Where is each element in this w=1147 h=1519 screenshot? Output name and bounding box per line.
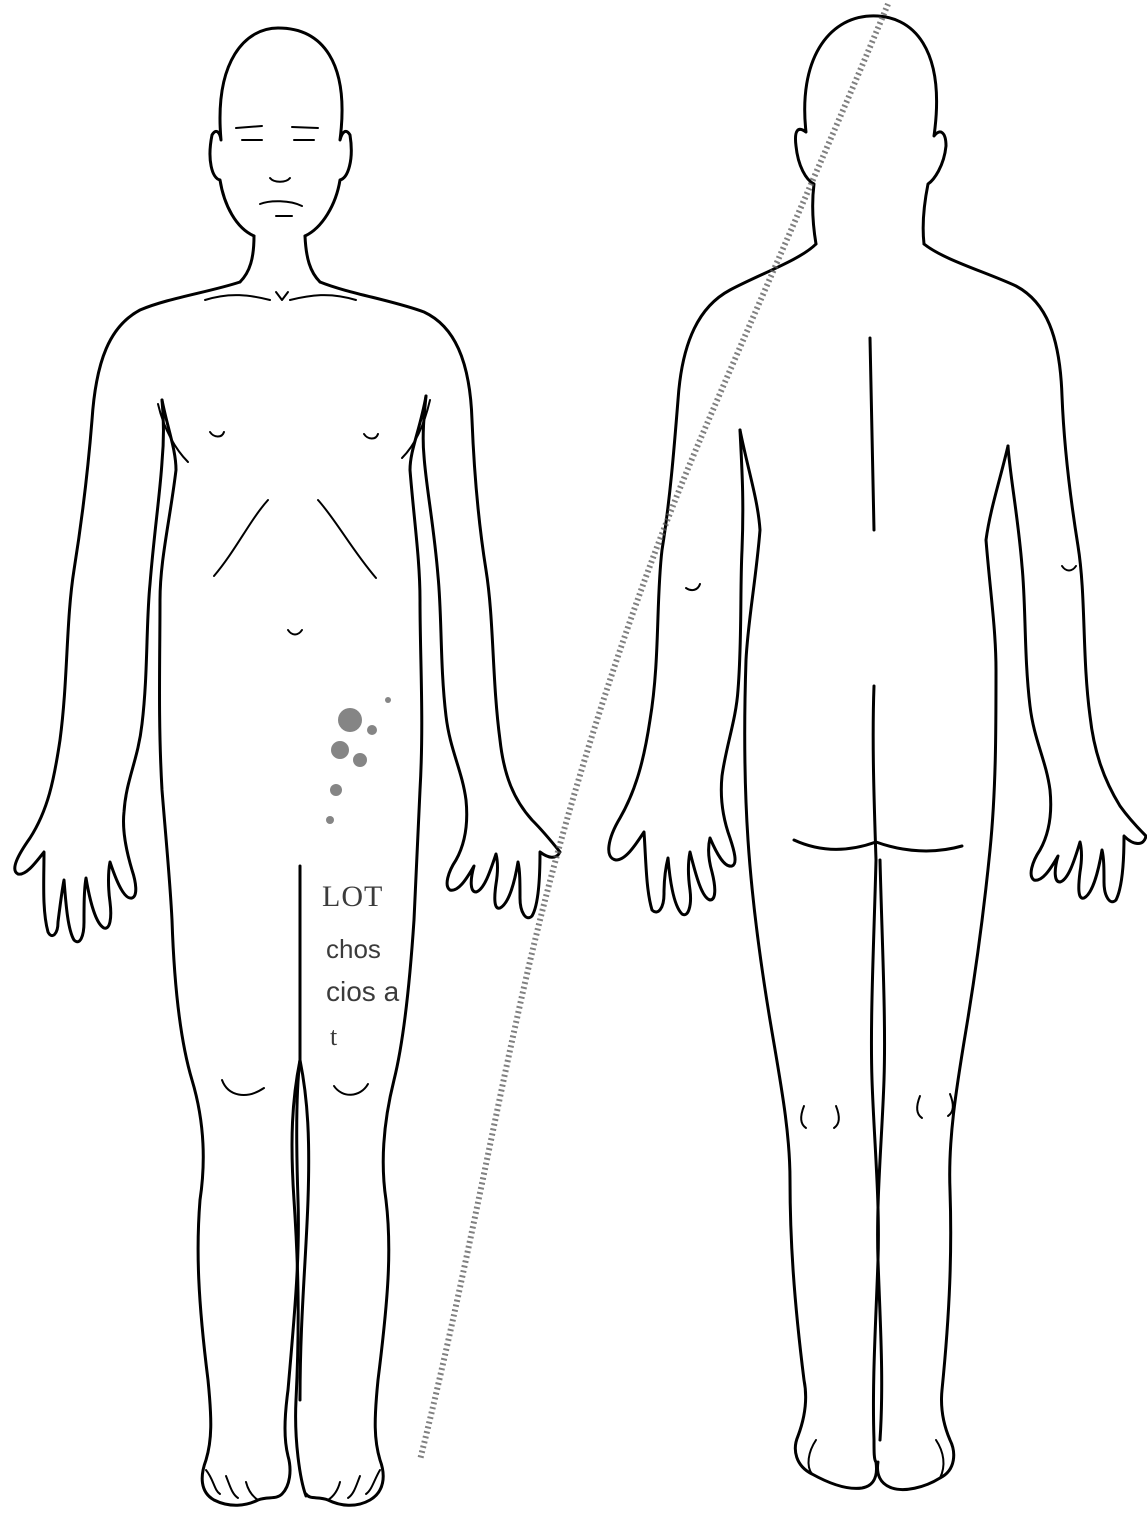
front-navel <box>288 630 302 635</box>
front-body-figure <box>15 28 560 1505</box>
stamp-line-3: cios a <box>326 976 399 1008</box>
back-inner-leg-left <box>871 860 878 1462</box>
stamp-line-4: t <box>330 1022 337 1052</box>
back-left-torso <box>740 430 876 1488</box>
front-left-brow <box>236 126 262 128</box>
front-left-outline <box>15 282 240 942</box>
front-right-brow <box>292 127 318 128</box>
back-right-elbow <box>1062 566 1076 571</box>
front-head-outline <box>210 28 351 236</box>
back-gluteal-fold <box>794 840 962 851</box>
back-left-shoulder <box>609 244 816 915</box>
diagonal-scratch-mark <box>420 4 888 1460</box>
back-body-figure <box>609 16 1146 1490</box>
front-right-outline <box>320 282 560 918</box>
back-inner-leg-right <box>878 860 885 1440</box>
front-right-nipple <box>364 434 378 439</box>
front-left-foot <box>206 1470 258 1500</box>
back-left-heel <box>809 1440 816 1474</box>
front-left-inner-leg <box>292 866 306 1496</box>
front-left-knee <box>222 1080 264 1095</box>
stamp-line-1: LOT <box>322 880 383 914</box>
front-right-foot <box>328 1470 380 1500</box>
front-nose <box>270 178 290 182</box>
front-right-neck <box>305 236 320 282</box>
front-right-knee <box>334 1084 368 1095</box>
back-right-torso <box>878 446 1008 1490</box>
back-left-elbow <box>686 584 700 590</box>
back-spine <box>870 338 874 530</box>
back-head-outline <box>795 16 946 244</box>
front-rib-left <box>214 500 268 576</box>
back-right-shoulder <box>924 244 1146 902</box>
front-left-nipple <box>210 432 224 437</box>
back-lower-spine <box>873 686 876 860</box>
front-left-torso-side <box>160 400 301 1505</box>
front-right-inner-leg <box>300 1060 309 1400</box>
scan-smudge <box>326 697 391 824</box>
front-left-neck <box>240 236 254 282</box>
back-right-heel <box>936 1440 943 1478</box>
back-left-knee <box>801 1106 839 1128</box>
back-right-knee <box>917 1094 953 1118</box>
stamp-line-2: chos <box>326 934 381 965</box>
front-rib-right <box>318 500 376 578</box>
front-neck-notch <box>276 292 288 300</box>
front-mouth <box>260 201 302 206</box>
